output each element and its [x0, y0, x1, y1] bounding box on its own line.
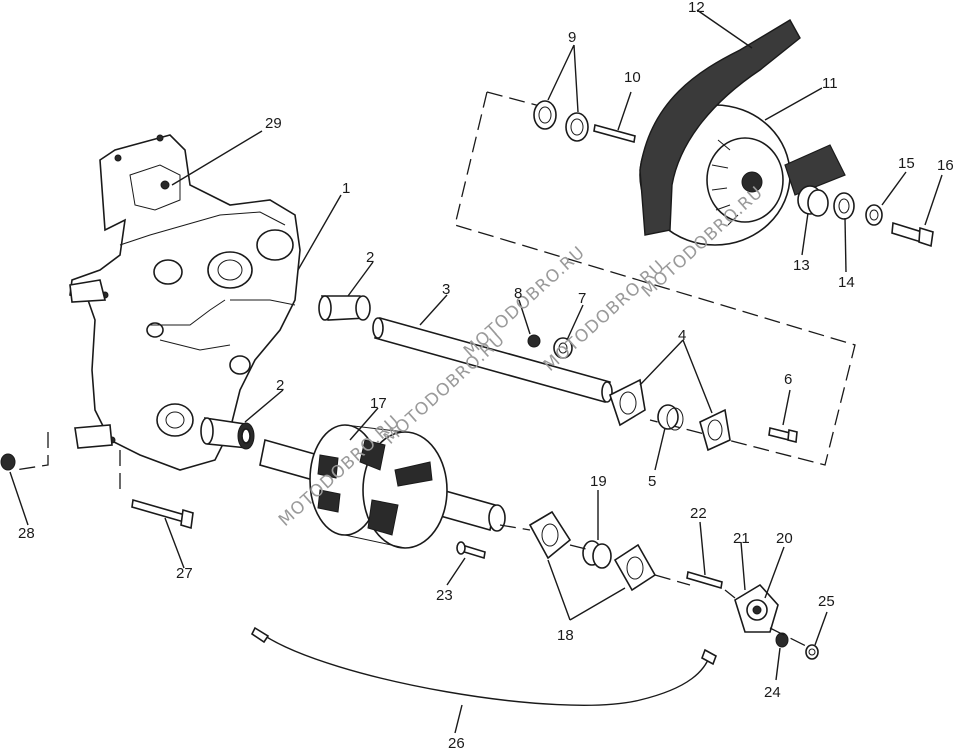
callout-6: 6 [784, 371, 792, 388]
flange-18-right [613, 543, 657, 592]
lockwasher-15 [865, 204, 883, 226]
callout-24: 24 [764, 684, 781, 701]
callout-3: 3 [442, 281, 450, 298]
callout-29: 29 [265, 115, 282, 132]
bearing-upper [318, 295, 371, 321]
bolt-27 [131, 498, 194, 530]
callout-10: 10 [624, 69, 641, 86]
callout-4: 4 [678, 327, 686, 344]
callout-23: 23 [436, 587, 453, 604]
callout-2-lower: 2 [276, 377, 284, 394]
callout-21: 21 [733, 530, 750, 547]
callout-15: 15 [898, 155, 915, 172]
callout-16: 16 [937, 157, 954, 174]
callout-5: 5 [648, 473, 656, 490]
bolt-23 [456, 541, 486, 560]
callout-2-upper: 2 [366, 249, 374, 266]
assembly-outline-upper [454, 91, 856, 466]
nut-28 [0, 453, 16, 471]
callout-20: 20 [776, 530, 793, 547]
flange-gasket-right [699, 408, 731, 452]
callout-13: 13 [793, 257, 810, 274]
bolt-16 [891, 221, 934, 248]
cable-26 [250, 626, 717, 706]
callout-19: 19 [590, 473, 607, 490]
callout-28: 28 [18, 525, 35, 542]
bearing-lower [200, 417, 255, 450]
nut-8 [527, 334, 541, 348]
flange-gasket-left [609, 378, 646, 427]
callout-18: 18 [557, 627, 574, 644]
bolt-6 [768, 427, 798, 444]
callout-11: 11 [822, 75, 838, 92]
washers-9 [533, 100, 589, 142]
washer-14 [833, 192, 855, 220]
callout-14: 14 [838, 274, 855, 291]
bushing-5 [657, 404, 684, 431]
callout-12: 12 [688, 0, 705, 16]
nut-24 [775, 632, 789, 648]
callout-9: 9 [568, 29, 576, 46]
callout-25: 25 [818, 593, 835, 610]
bearing-cap-20-21 [734, 583, 779, 633]
callout-27: 27 [176, 565, 193, 582]
pin-22 [686, 570, 723, 590]
track-belt-12 [639, 19, 846, 236]
gearcase-housing [69, 134, 301, 471]
callout-22: 22 [690, 505, 707, 522]
washer-7 [553, 337, 573, 359]
drive-wheel-17 [309, 424, 448, 549]
bushing-19 [582, 540, 612, 569]
flange-18-left [528, 510, 572, 560]
callout-7: 7 [578, 290, 586, 307]
leader-lines [9, 9, 943, 734]
callout-1: 1 [342, 180, 350, 197]
nut-25 [805, 644, 819, 660]
spacer-13 [797, 185, 829, 217]
drive-shaft-upper [372, 317, 613, 403]
callout-26: 26 [448, 735, 465, 752]
pin-10 [593, 123, 636, 144]
assembly-outline-lower [14, 432, 49, 471]
assembly-outline-lower-2 [119, 450, 811, 649]
callout-8: 8 [514, 285, 522, 302]
callout-17: 17 [370, 395, 387, 412]
